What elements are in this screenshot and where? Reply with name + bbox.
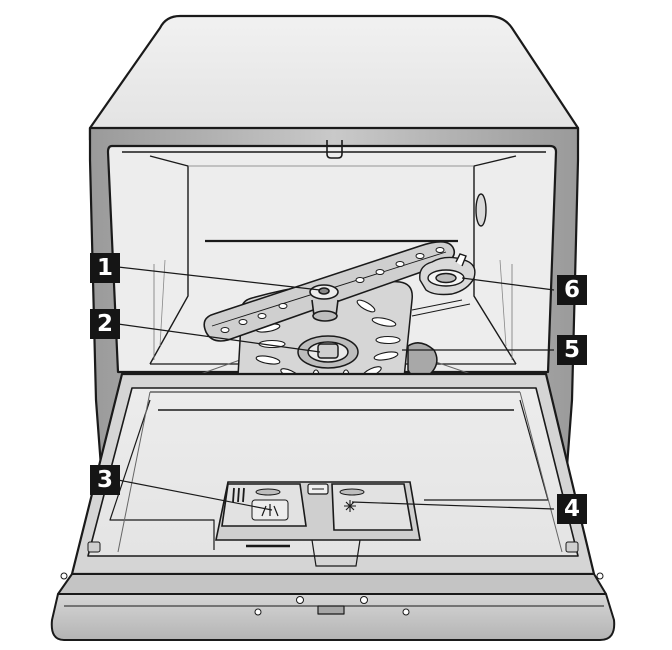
- top-hook: [326, 140, 343, 159]
- door-inner-panel: [87, 387, 579, 557]
- callout-leaders: [117, 266, 555, 511]
- door: [70, 372, 596, 576]
- salt-container: [411, 253, 476, 317]
- leader-3: [117, 479, 273, 511]
- leader-6: [461, 277, 555, 291]
- callout-1: 1: [90, 253, 120, 283]
- callout-2: 2: [90, 309, 120, 339]
- kickplate: [50, 593, 616, 641]
- cabinet-top-panel: [88, 14, 580, 142]
- leader-4: [351, 501, 555, 510]
- dispenser-unit: [215, 481, 421, 567]
- callout-5: 5: [557, 335, 587, 365]
- callout-4: 4: [557, 494, 587, 524]
- side-nozzle: [475, 193, 487, 227]
- detergent-lid-ridges: [232, 487, 245, 503]
- door-latch: [317, 605, 345, 615]
- leader-2: [117, 323, 321, 353]
- callout-3: 3: [90, 465, 120, 495]
- base: [50, 572, 616, 641]
- tub-interior: [122, 140, 546, 385]
- leader-1: [117, 266, 321, 291]
- door-lower-edge: [57, 573, 607, 595]
- spray-arm: [203, 241, 456, 342]
- callout-6: 6: [557, 275, 587, 305]
